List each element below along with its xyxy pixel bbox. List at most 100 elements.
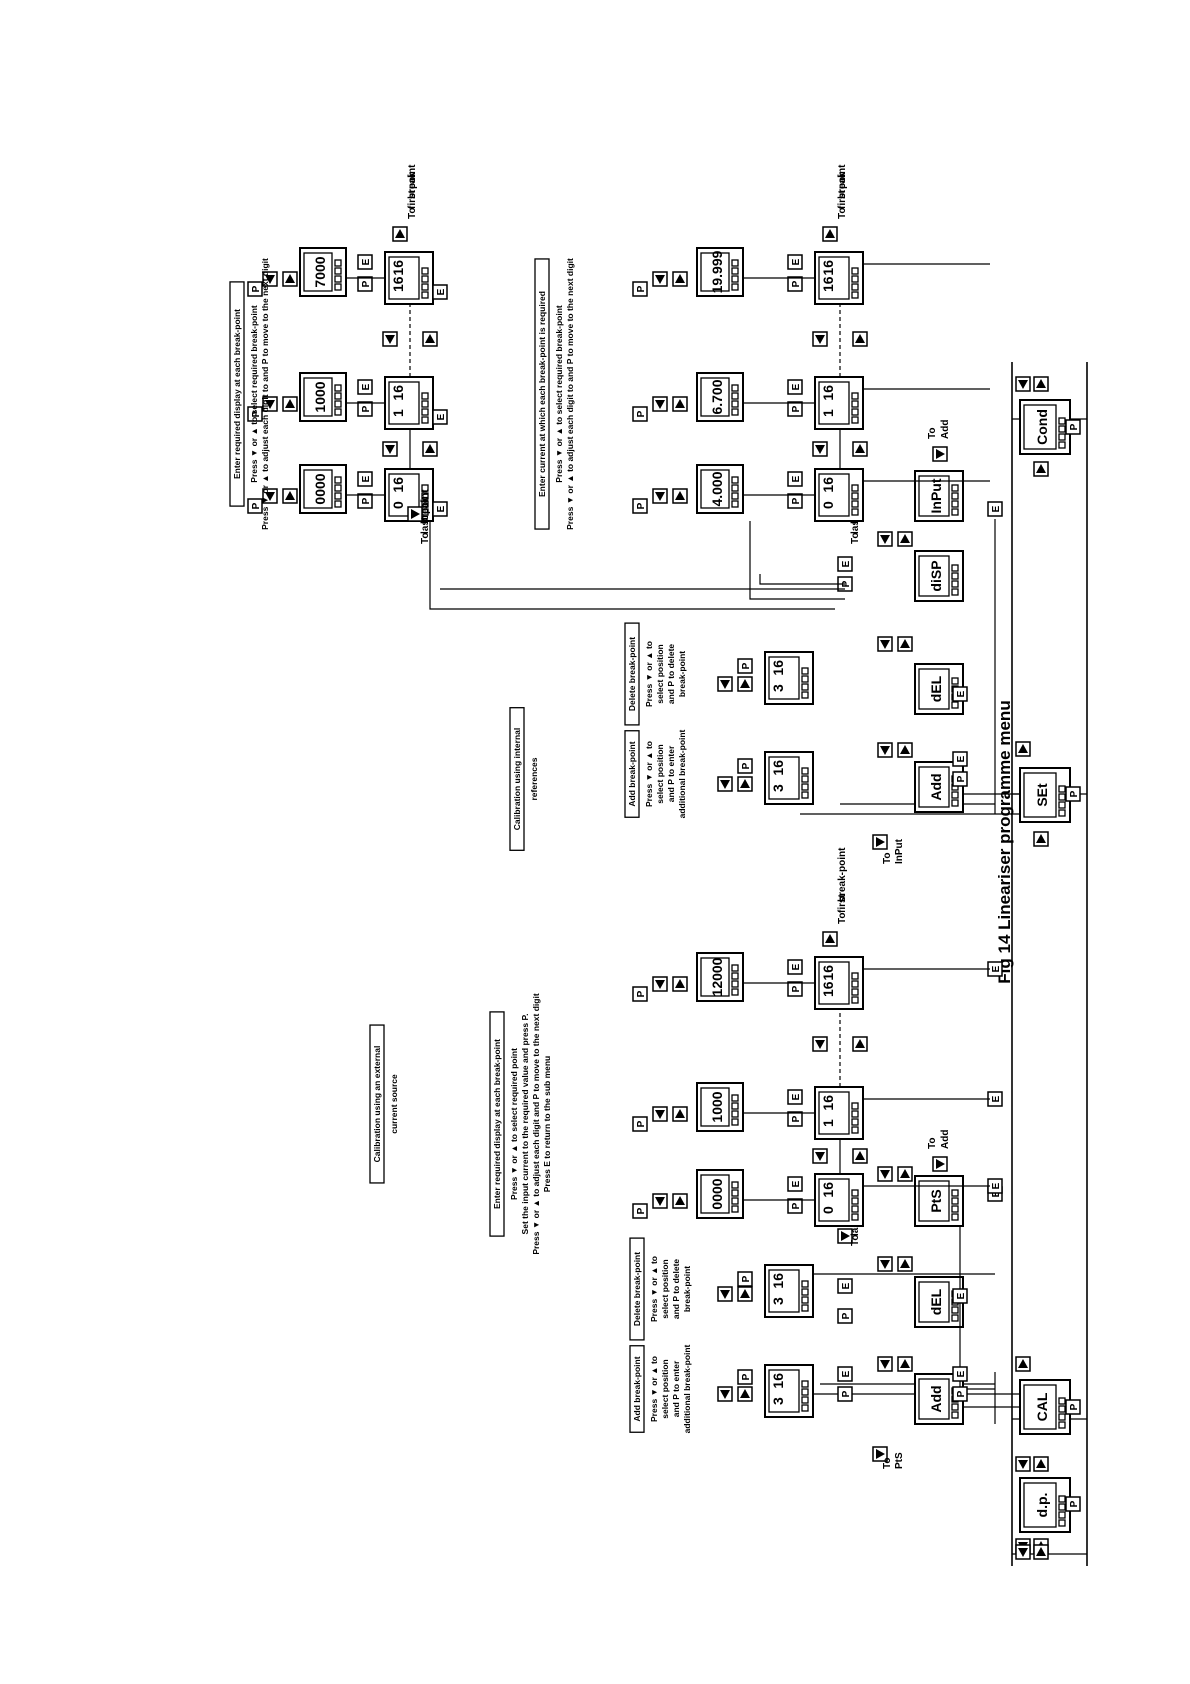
e-cal-bp-top-2[interactable]: E bbox=[987, 961, 1003, 977]
down-cal-bp-2[interactable] bbox=[652, 976, 668, 992]
down-d-chain-1[interactable] bbox=[382, 441, 398, 457]
e-set-disp[interactable]: E bbox=[837, 556, 853, 572]
to-input-arrow[interactable] bbox=[872, 834, 888, 850]
up-d-chain-1[interactable] bbox=[422, 441, 438, 457]
p-set-add[interactable]: P bbox=[952, 771, 968, 787]
p-cal-bp2-2[interactable]: P bbox=[632, 986, 648, 1002]
p-set-in-bp2-2[interactable]: P bbox=[632, 281, 648, 297]
p-button-cal-del2[interactable]: P bbox=[837, 1308, 853, 1324]
up-cal-del[interactable] bbox=[897, 1256, 913, 1272]
e-set-in-bp-1[interactable]: E bbox=[787, 379, 803, 395]
e-set-d-bp-0[interactable]: E bbox=[357, 471, 373, 487]
p-cal-bp2-0[interactable]: P bbox=[632, 1203, 648, 1219]
p-cal-bp-2[interactable]: P bbox=[787, 981, 803, 997]
e-set-add[interactable]: E bbox=[952, 751, 968, 767]
down-set-add[interactable] bbox=[877, 742, 893, 758]
p-button-dp[interactable]: P bbox=[1065, 1496, 1081, 1512]
p-cal-bp-0[interactable]: P bbox=[787, 1198, 803, 1214]
up-cal-bp-2[interactable] bbox=[672, 976, 688, 992]
down-in-chain-1[interactable] bbox=[812, 441, 828, 457]
up-in-chain-1[interactable] bbox=[852, 441, 868, 457]
up-set-add[interactable] bbox=[897, 742, 913, 758]
e-cal-bp-1[interactable]: E bbox=[787, 1089, 803, 1105]
p-cal-addpos[interactable]: P bbox=[737, 1369, 753, 1385]
e-set-in-bp-2[interactable]: E bbox=[787, 254, 803, 270]
up-set-addpos[interactable] bbox=[737, 776, 753, 792]
e-button-cal-del[interactable]: E bbox=[952, 1288, 968, 1304]
down-cal-addpos[interactable] bbox=[717, 1386, 733, 1402]
up-button-3[interactable] bbox=[1015, 1356, 1031, 1372]
up-d-chain-2[interactable] bbox=[422, 331, 438, 347]
down-set-d-bp-0[interactable] bbox=[262, 488, 278, 504]
down-cal-chain-1[interactable] bbox=[812, 1148, 828, 1164]
up-set-disp[interactable] bbox=[897, 531, 913, 547]
up-set-d-bp-1[interactable] bbox=[282, 396, 298, 412]
e-set-d-bp-top-2[interactable]: E bbox=[432, 284, 448, 300]
to-first-arrow-d[interactable] bbox=[392, 226, 408, 242]
e-set-del[interactable]: E bbox=[952, 686, 968, 702]
e-set-d-bp-1[interactable]: E bbox=[357, 379, 373, 395]
down-button-2[interactable] bbox=[1015, 1456, 1031, 1472]
p-cal-delpos[interactable]: P bbox=[737, 1271, 753, 1287]
up-button-0[interactable] bbox=[1033, 1544, 1049, 1560]
up-set-in-bp-2[interactable] bbox=[672, 271, 688, 287]
e-cal-bp-2[interactable]: E bbox=[787, 959, 803, 975]
p-set-in-bp-2[interactable]: P bbox=[787, 276, 803, 292]
down-set-d-bp-1[interactable] bbox=[262, 396, 278, 412]
down-set-in-bp-2[interactable] bbox=[652, 271, 668, 287]
e-button-cal-add2[interactable]: E bbox=[837, 1366, 853, 1382]
down-cal-bp-0[interactable] bbox=[652, 1193, 668, 1209]
to-last-arrow-d[interactable] bbox=[407, 506, 423, 522]
up-set-delpos[interactable] bbox=[737, 676, 753, 692]
p-set-delpos[interactable]: P bbox=[737, 658, 753, 674]
e-cal-bp-0[interactable]: E bbox=[787, 1176, 803, 1192]
up-cal-bp-0[interactable] bbox=[672, 1193, 688, 1209]
e-set-in-bp-0[interactable]: E bbox=[787, 471, 803, 487]
up-cal-pts[interactable] bbox=[897, 1166, 913, 1182]
to-pts-arrow[interactable] bbox=[872, 1446, 888, 1462]
down-cal-bp-1[interactable] bbox=[652, 1106, 668, 1122]
p-set-in-bp-0[interactable]: P bbox=[787, 493, 803, 509]
p-set-d-bp-0[interactable]: P bbox=[357, 493, 373, 509]
e-set-input[interactable]: E bbox=[987, 501, 1003, 517]
e-button-cal-add[interactable]: E bbox=[952, 1366, 968, 1382]
down-button-7[interactable] bbox=[1015, 376, 1031, 392]
p-set-d-bp-1[interactable]: P bbox=[357, 401, 373, 417]
up-cal-bp-1[interactable] bbox=[672, 1106, 688, 1122]
p-set-d-bp2-2[interactable]: P bbox=[247, 281, 263, 297]
up-set-d-bp-0[interactable] bbox=[282, 488, 298, 504]
p-set-d-bp2-0[interactable]: P bbox=[247, 498, 263, 514]
p-button-cal-add2[interactable]: P bbox=[837, 1386, 853, 1402]
p-cal-bp2-1[interactable]: P bbox=[632, 1116, 648, 1132]
down-button-0[interactable] bbox=[1015, 1544, 1031, 1560]
down-cal-pts[interactable] bbox=[877, 1166, 893, 1182]
down-set-in-bp-0[interactable] bbox=[652, 488, 668, 504]
up-cal-addpos[interactable] bbox=[737, 1386, 753, 1402]
e-cal-bp-top-0[interactable]: E bbox=[987, 1178, 1003, 1194]
down-set-delpos[interactable] bbox=[717, 676, 733, 692]
down-cal-chain-2[interactable] bbox=[812, 1036, 828, 1052]
up-set-in-bp-0[interactable] bbox=[672, 488, 688, 504]
up-in-chain-2[interactable] bbox=[852, 331, 868, 347]
up-cal-add[interactable] bbox=[897, 1356, 913, 1372]
up-cal-delpos[interactable] bbox=[737, 1286, 753, 1302]
down-in-chain-2[interactable] bbox=[812, 331, 828, 347]
p-button-set[interactable]: P bbox=[1065, 786, 1081, 802]
p-set-d-bp2-1[interactable]: P bbox=[247, 406, 263, 422]
up-button-5[interactable] bbox=[1015, 741, 1031, 757]
e-set-d-bp-top-1[interactable]: E bbox=[432, 409, 448, 425]
e-set-d-bp-top-0[interactable]: E bbox=[432, 501, 448, 517]
e-cal-bp-top-1[interactable]: E bbox=[987, 1091, 1003, 1107]
up-set-del[interactable] bbox=[897, 636, 913, 652]
up-button-2[interactable] bbox=[1033, 1456, 1049, 1472]
to-first-arrow-in[interactable] bbox=[822, 226, 838, 242]
e-button-cal-del2[interactable]: E bbox=[837, 1278, 853, 1294]
p-button-cond[interactable]: P bbox=[1065, 419, 1081, 435]
up-cal-chain-2[interactable] bbox=[852, 1036, 868, 1052]
p-set-in-bp2-0[interactable]: P bbox=[632, 498, 648, 514]
down-set-del[interactable] bbox=[877, 636, 893, 652]
p-cal-bp-1[interactable]: P bbox=[787, 1111, 803, 1127]
p-set-addpos[interactable]: P bbox=[737, 758, 753, 774]
to-add-arrow[interactable] bbox=[932, 1156, 948, 1172]
down-set-in-bp-1[interactable] bbox=[652, 396, 668, 412]
